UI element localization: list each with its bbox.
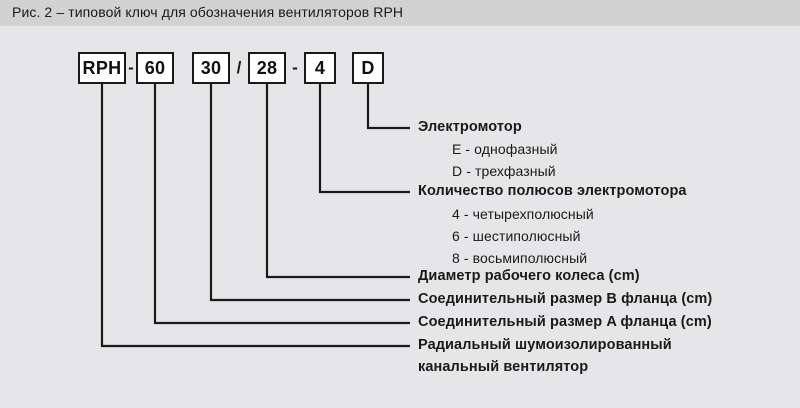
code-separator-slash: /: [236, 58, 242, 77]
code-box-impeller[interactable]: 28: [248, 52, 286, 84]
leader-line-fan-type: [100, 84, 410, 348]
legend-sub-motor-three: D - трехфазный: [452, 163, 556, 179]
code-box-flange-a[interactable]: 60: [136, 52, 174, 84]
code-box-poles[interactable]: 4: [304, 52, 336, 84]
legend-sub-poles-6: 6 - шестиполюсный: [452, 228, 581, 244]
code-separator-dash-1: -: [128, 58, 134, 77]
legend-sub-motor-single: E - однофазный: [452, 141, 558, 157]
figure-caption-text: Рис. 2 – типовой ключ для обозначения ве…: [12, 4, 404, 20]
legend-title-flange-b: Соединительный размер B фланца (cm): [418, 291, 713, 307]
figure-caption-bar: Рис. 2 – типовой ключ для обозначения ве…: [0, 0, 800, 26]
code-box-flange-b[interactable]: 30: [192, 52, 230, 84]
leader-line-poles: [318, 84, 410, 194]
leader-line-motor: [366, 84, 410, 130]
legend-title-fan-type: Радиальный шумоизолированный: [418, 337, 672, 353]
code-box-series[interactable]: RPH: [78, 52, 126, 84]
legend-title-impeller: Диаметр рабочего колеса (cm): [418, 268, 640, 284]
code-box-motor[interactable]: D: [352, 52, 384, 84]
legend-sub-poles-8: 8 - восьмиполюсный: [452, 250, 588, 266]
leader-line-flange-a: [153, 84, 410, 325]
legend-sub-poles-4: 4 - четырехполюсный: [452, 206, 594, 222]
code-separator-dash-2: -: [292, 58, 298, 77]
legend-title-poles: Количество полюсов электромотора: [418, 183, 687, 199]
leader-line-impeller: [265, 84, 410, 279]
legend-title-motor: Электромотор: [418, 119, 522, 135]
leader-line-flange-b: [209, 84, 410, 302]
legend-title-flange-a: Соединительный размер A фланца (cm): [418, 314, 712, 330]
legend-title-fan-type-line2: канальный вентилятор: [418, 359, 589, 375]
